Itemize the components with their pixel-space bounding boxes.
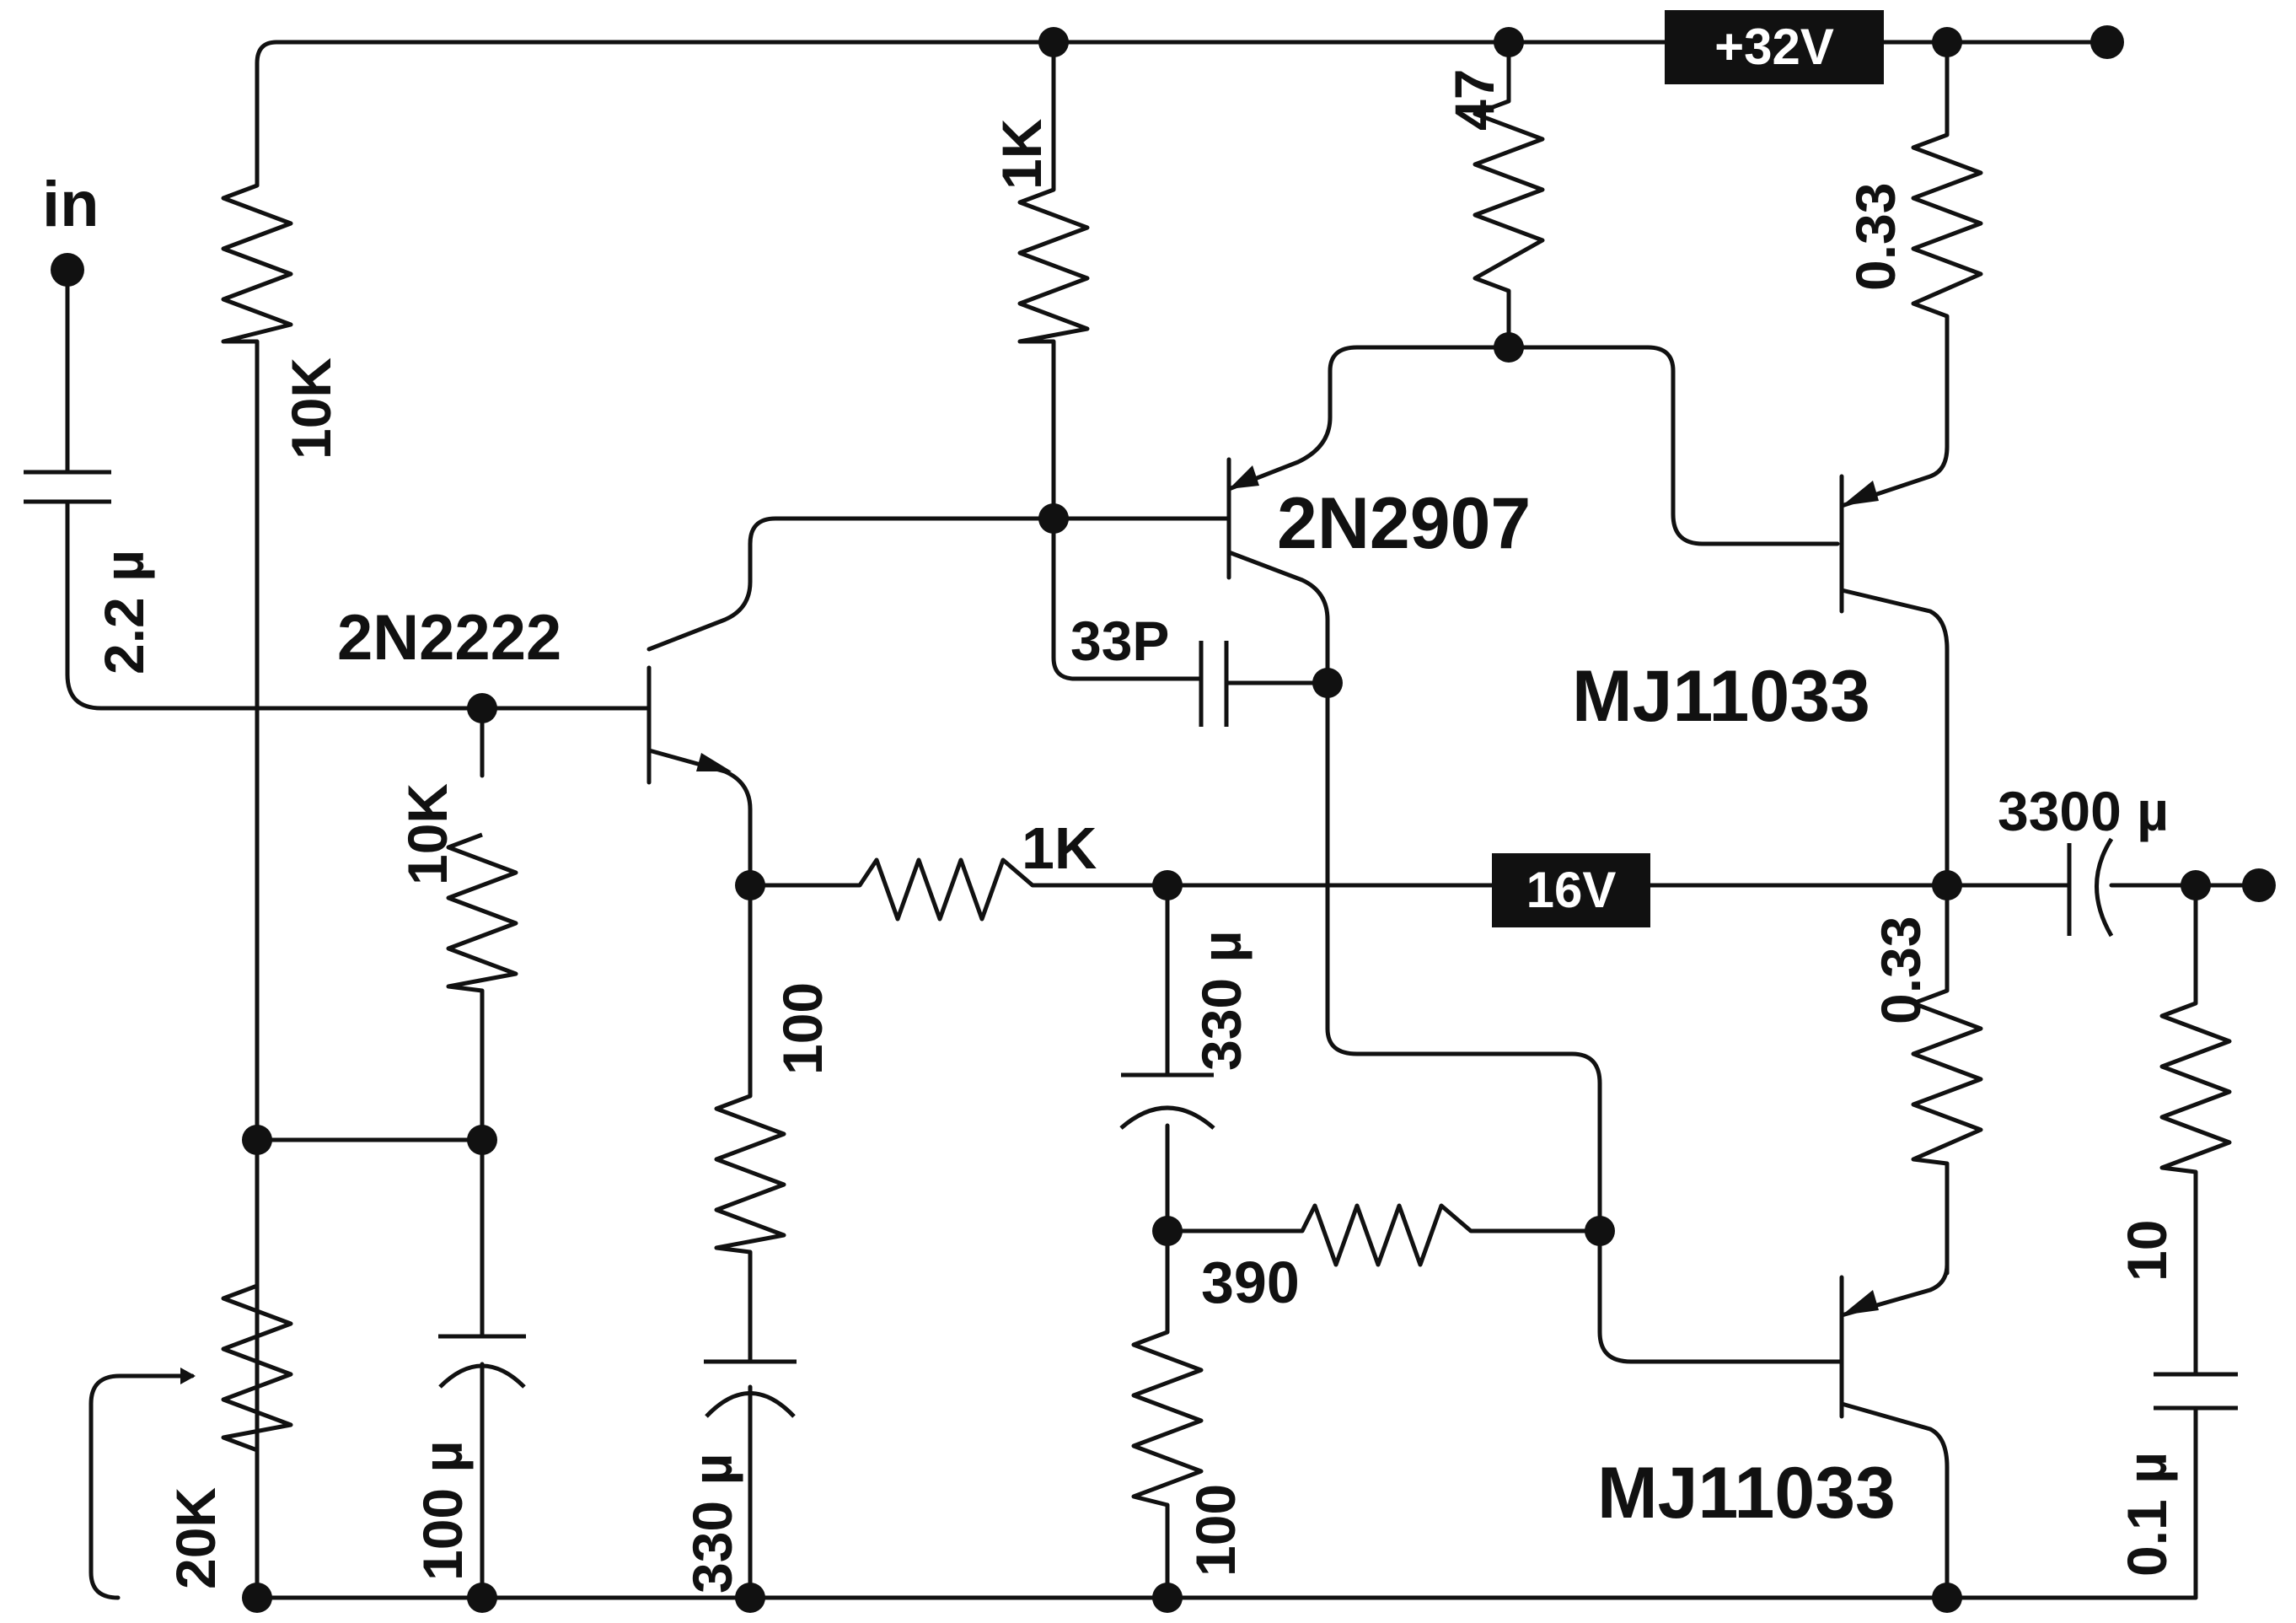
- label-q3: MJ11033: [1572, 656, 1870, 737]
- capacitor-3300u: [2067, 837, 2114, 938]
- capacitor-100u: [438, 1334, 526, 1389]
- label-c-boot: 330 µ: [1190, 931, 1253, 1071]
- svg-text:+32V: +32V: [1714, 19, 1834, 75]
- capacitor-330u-bootstrap: [1119, 1072, 1215, 1130]
- label-c-bias: 100 µ: [411, 1441, 474, 1581]
- resistors: [221, 99, 2232, 1600]
- resistor-10k-mid: [446, 832, 518, 993]
- label-r-390: 390: [1201, 1249, 1300, 1315]
- resistor-10k-top: [221, 183, 293, 344]
- label-c-out: 3300 µ: [1998, 780, 2169, 842]
- input-terminal[interactable]: [51, 253, 84, 287]
- junctions: [51, 25, 2276, 1613]
- label-q1: 2N2222: [337, 602, 561, 674]
- capacitor-33p: [1199, 641, 1229, 727]
- label-r-bias-top: 10K: [280, 357, 342, 459]
- wires: [65, 40, 2261, 1600]
- label-pot: 20K: [164, 1487, 227, 1589]
- label-r-bottom-emitter: 0.33: [1870, 916, 1932, 1024]
- label-r-bias-mid: 10K: [396, 783, 459, 885]
- resistor-0.33-top: [1911, 132, 1983, 319]
- resistor-390: [1300, 1203, 1473, 1267]
- output-terminal[interactable]: [2242, 868, 2276, 902]
- resistor-100-bottom: [1131, 1330, 1204, 1507]
- capacitor-330u-emitter: [704, 1359, 797, 1418]
- labels: in 2.2 µ 10K 10K 20K 100 µ 2N2222 100 33…: [42, 69, 2178, 1593]
- label-r-100-bottom: 100: [1184, 1484, 1247, 1577]
- label-c-comp: 33P: [1070, 610, 1169, 672]
- capacitor-0.1u: [2154, 1372, 2238, 1411]
- resistor-0.33-bottom: [1911, 988, 1983, 1166]
- resistor-20k-pot: [221, 1283, 293, 1453]
- input-label: in: [42, 169, 99, 240]
- supply-terminal[interactable]: [2090, 25, 2124, 59]
- label-r-collector: 1K: [990, 118, 1053, 190]
- capacitor-2.2u: [24, 470, 111, 504]
- label-q2: 2N2907: [1277, 483, 1531, 564]
- label-r-top-emitter: 0.33: [1844, 183, 1907, 291]
- label-c-in: 2.2 µ: [93, 550, 155, 674]
- resistor-1k-collector: [1017, 187, 1090, 344]
- rail-16v-tag: 16V: [1492, 853, 1650, 927]
- resistor-47: [1473, 99, 1545, 293]
- resistor-1k-feedback: [857, 857, 1034, 922]
- resistor-100-emitter: [714, 1094, 786, 1255]
- resistor-10-zobel: [2159, 1001, 2232, 1174]
- label-c-zobel: 0.1 µ: [2116, 1452, 2178, 1577]
- supply-tag: +32V: [1665, 10, 1884, 84]
- label-q4: MJ11033: [1597, 1453, 1896, 1534]
- label-c-q1-emitter: 330 µ: [681, 1454, 743, 1593]
- label-r-feedback: 1K: [1022, 815, 1097, 881]
- label-r-zobel: 10: [2116, 1220, 2178, 1282]
- svg-text:16V: 16V: [1526, 862, 1617, 918]
- label-r-q1-emitter: 100: [771, 982, 834, 1075]
- capacitors: [24, 470, 2238, 1418]
- label-r-47: 47: [1443, 69, 1505, 131]
